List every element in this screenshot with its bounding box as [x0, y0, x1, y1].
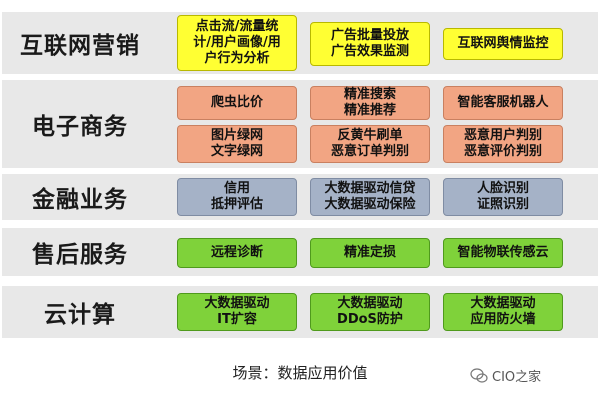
cell-precise-loss: 精准定损: [310, 238, 430, 268]
wechat-icon: [470, 367, 488, 383]
cell-iot-cloud: 智能物联传感云: [443, 238, 563, 268]
cell-credit-assessment: 信用 抵押评估: [177, 178, 297, 216]
row-label-aftersales: 售后服务: [32, 242, 128, 268]
row-label-finance: 金融业务: [32, 187, 128, 213]
cell-crawler-price: 爬虫比价: [177, 86, 297, 120]
cell-content-filter: 图片绿网 文字绿网: [177, 125, 297, 163]
brand-watermark: CIO之家: [470, 366, 541, 385]
cell-malicious-user: 恶意用户判别 恶意评价判别: [443, 125, 563, 163]
cell-remote-diagnosis: 远程诊断: [177, 238, 297, 268]
cell-anti-fraud-order: 反黄牛刷单 恶意订单判别: [310, 125, 430, 163]
cell-chatbot: 智能客服机器人: [443, 86, 563, 120]
cell-precise-search: 精准搜索 精准推荐: [310, 86, 430, 120]
brand-text: CIO之家: [492, 370, 542, 385]
row-label-ecommerce: 电子商务: [32, 114, 128, 140]
cell-clickstream: 点击流/流量统 计/用户画像/用 户行为分析: [177, 15, 297, 71]
row-label-marketing: 互联网营销: [20, 33, 140, 59]
cell-bigdata-credit: 大数据驱动信贷 大数据驱动保险: [310, 178, 430, 216]
cell-it-scaling: 大数据驱动 IT扩容: [177, 293, 297, 331]
cell-app-firewall: 大数据驱动 应用防火墙: [443, 293, 563, 331]
cell-sentiment-monitoring: 互联网舆情监控: [443, 28, 563, 60]
cell-ddos-protection: 大数据驱动 DDoS防护: [310, 293, 430, 331]
caption: 场景：数据应用价值: [232, 364, 368, 382]
cell-ad-delivery: 广告批量投放 广告效果监测: [310, 22, 430, 66]
cell-face-recognition: 人脸识别 证照识别: [443, 178, 563, 216]
row-label-cloud: 云计算: [44, 302, 116, 328]
